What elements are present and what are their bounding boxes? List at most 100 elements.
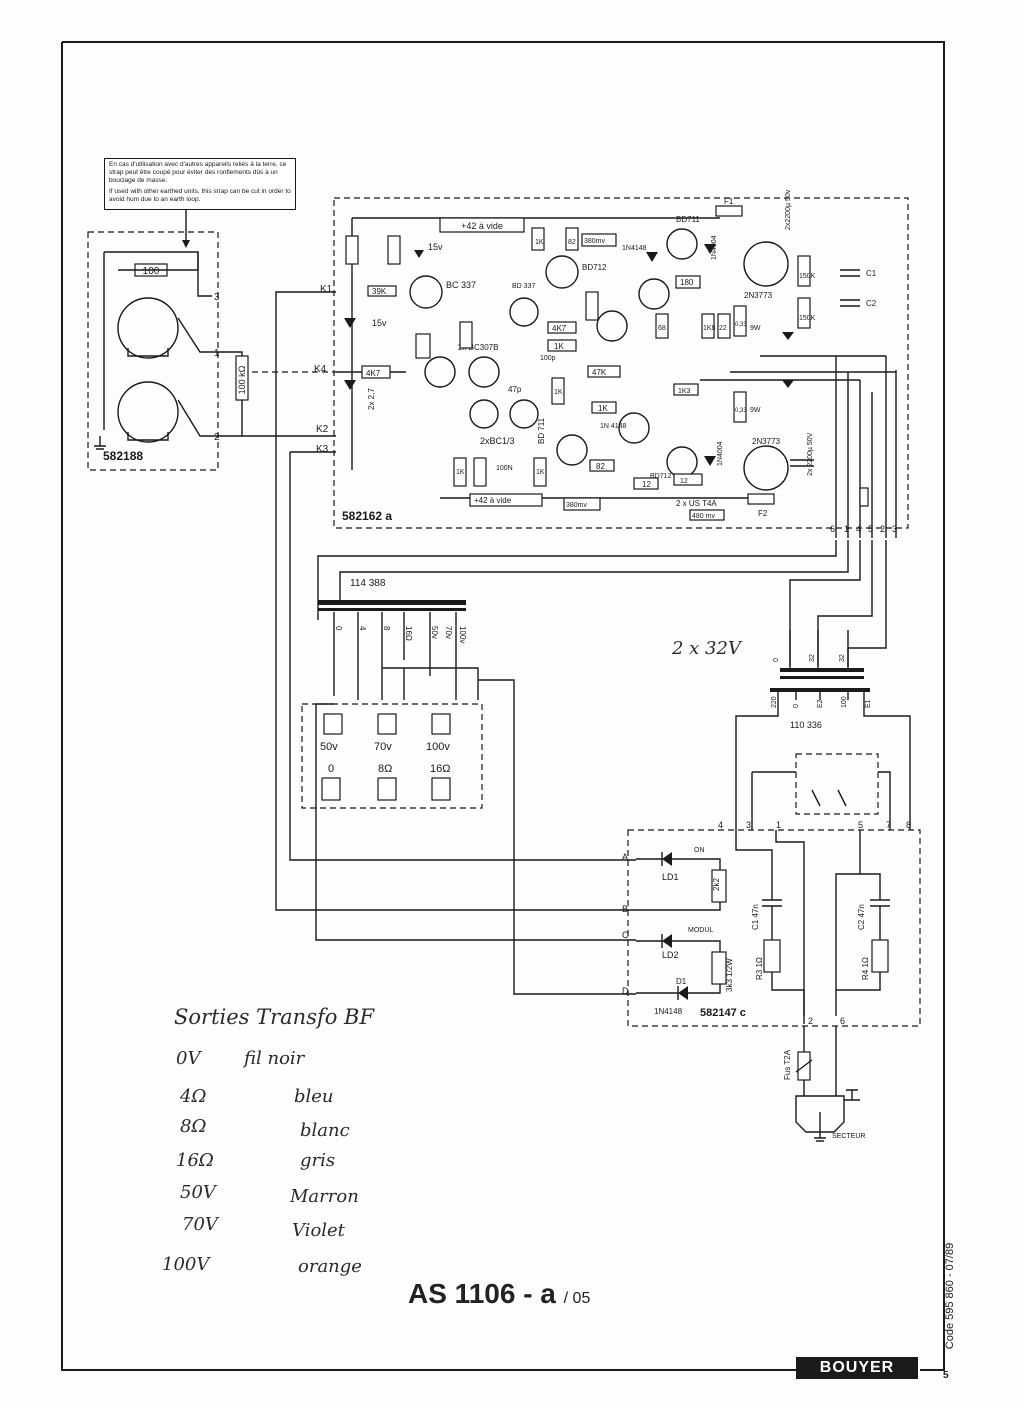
r3-label: 39K	[372, 287, 387, 296]
r4-label: R4 1Ω	[861, 957, 870, 980]
d1-wiring	[636, 984, 721, 994]
pri-220: 220	[771, 696, 778, 708]
din-socket-lower-key	[127, 432, 169, 441]
mains-transformer-id: 110 336	[790, 720, 822, 730]
fuse-f2-label: F2	[758, 509, 768, 518]
n4004-label: 1N4004	[711, 235, 718, 260]
power-module: 4 3 1 5 7 8 A B C D ON LD1 2k2 MODUL LD2	[622, 753, 921, 1142]
tap-50v: 50v	[430, 626, 439, 639]
output-tr-core-1	[318, 600, 466, 605]
sel-100v[interactable]	[431, 713, 451, 735]
input-module-border	[87, 231, 219, 471]
r29	[733, 305, 747, 337]
transistor-t15	[666, 228, 698, 260]
r21-label: 12	[642, 480, 651, 489]
r19-label: 1K	[598, 404, 608, 413]
d1-label: D1	[676, 977, 687, 986]
diode-d1	[678, 986, 688, 1000]
n4004b-label: 1N4004	[717, 441, 724, 466]
zener-top-label: 15v	[428, 242, 443, 252]
tap-16: 16Ω	[404, 626, 413, 641]
c-47p: 47p	[508, 385, 522, 394]
hw-row-4-right: Marron	[289, 1186, 359, 1207]
supply-label: +42 à vide	[461, 221, 503, 231]
mains-primary-leads	[735, 692, 911, 830]
document-title: AS 1106 - a / 05	[408, 1278, 590, 1310]
n4148b-label: 1N 4148	[600, 423, 627, 430]
input-pot-label: 100 kΩ	[237, 365, 247, 394]
page-number: 5	[943, 1370, 949, 1381]
input-pin-3: 3	[214, 292, 220, 303]
wire-b	[636, 902, 721, 911]
power-module-id: 582147 c	[700, 1007, 746, 1019]
input-pin-2: 2	[214, 432, 220, 443]
fuse-rating: 2 x US T4A	[676, 499, 717, 508]
r-4k7	[547, 321, 577, 334]
fuse-f2	[747, 493, 775, 505]
c-100n: 100N	[496, 465, 513, 472]
pri-0: 0	[793, 704, 800, 708]
r24	[655, 313, 669, 339]
output-tr-taps	[333, 612, 457, 700]
r16	[585, 291, 599, 321]
r-6k8	[459, 321, 473, 349]
r-19k	[415, 333, 431, 359]
r19	[591, 401, 617, 414]
sel-8[interactable]	[377, 777, 397, 801]
tap-100v: 100v	[458, 626, 467, 643]
t13-label: BD 711	[537, 417, 546, 444]
mains-leads	[803, 1026, 837, 1096]
hw-row-2-right: blanc	[300, 1120, 350, 1141]
c-100p: 100p	[540, 355, 556, 362]
output-resistor	[859, 487, 869, 507]
mains-core-1	[780, 668, 864, 672]
conn-k1: K1	[320, 284, 333, 295]
r-1k	[547, 339, 577, 352]
sel-16[interactable]	[431, 777, 451, 801]
sel-70v[interactable]	[377, 713, 397, 735]
mains-core-2	[780, 676, 864, 679]
r25-label: 180	[680, 278, 694, 287]
input-module-id: 582188	[103, 449, 143, 463]
hw-row-3-left: 16Ω	[176, 1150, 214, 1171]
r30-watt: 9W	[750, 407, 761, 414]
r-1k3	[673, 383, 699, 396]
out-pin-2: 2	[880, 524, 885, 534]
amp-c1-label: C1	[866, 269, 877, 278]
sel-50v[interactable]	[323, 713, 343, 735]
r18-label: 82	[596, 462, 605, 471]
led-ld1	[662, 852, 672, 866]
output-wires	[835, 356, 897, 538]
transistor-t7	[469, 399, 499, 429]
hw-row-0-left: 0V	[176, 1048, 202, 1069]
tap-8: 8	[382, 626, 391, 631]
r20	[587, 365, 621, 378]
hw-row-6-left: 100V	[162, 1254, 211, 1275]
pm-pin-1: 1	[776, 820, 781, 830]
switch-wiring	[751, 771, 891, 830]
sel-0[interactable]	[321, 777, 341, 801]
t18-label: 2N3773	[752, 437, 781, 446]
conn-k3: K3	[316, 444, 329, 455]
sel-100v-label: 100v	[426, 741, 450, 753]
tap-70v: 70v	[444, 626, 453, 639]
r18	[589, 459, 615, 472]
r33-label: 150K	[799, 273, 816, 280]
sec-0: 0	[773, 658, 780, 662]
wire-pin6-to-output-tr	[317, 540, 837, 620]
r31-label: 1K	[456, 469, 465, 476]
sel-70v-label: 70v	[374, 741, 392, 753]
r28-label: 22	[719, 325, 727, 332]
power-switch[interactable]	[795, 753, 879, 815]
note-en: If used with other earthed units, this s…	[109, 188, 291, 203]
transistor-t3	[468, 356, 500, 388]
r33	[797, 255, 811, 287]
r3	[367, 285, 397, 297]
t1-label: BC 337	[446, 280, 476, 290]
bc307-label: 2x BC307B	[458, 343, 498, 352]
input-wire-2	[177, 399, 232, 437]
chassis-ground	[844, 1089, 860, 1101]
cap-c15	[790, 459, 814, 467]
